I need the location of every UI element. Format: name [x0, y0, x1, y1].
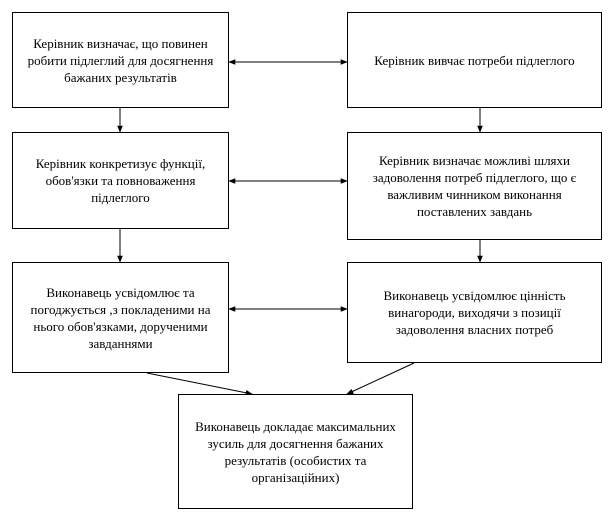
box-executor-agrees-text: Виконавець усвідомлює та погоджується ,з…: [30, 284, 211, 351]
arrow-b6-b7: [346, 362, 415, 395]
box-executor-values-reward: Виконавець усвідомлює цінність винагород…: [347, 262, 602, 363]
box-manager-identifies-ways-text: Керівник визначає можливі шляхи задоволе…: [372, 153, 577, 219]
box-executor-max-effort-text: Виконавець докладає максимальних зусиль …: [195, 418, 396, 485]
box-manager-specifies-functions-text: Керівник конкретизує функції, обов'язки …: [35, 156, 206, 205]
box-manager-identifies-ways: Керівник визначає можливі шляхи задоволе…: [347, 132, 602, 240]
box-manager-defines-tasks: Керівник визначає, що повинен робити під…: [12, 12, 229, 108]
box-executor-agrees: Виконавець усвідомлює та погоджується ,з…: [12, 262, 229, 373]
box-executor-max-effort: Виконавець докладає максимальних зусиль …: [178, 394, 413, 509]
box-manager-studies-needs: Керівник вивчає потреби підлеглого: [347, 12, 602, 108]
box-executor-values-reward-text: Виконавець усвідомлює цінність винагород…: [383, 288, 566, 337]
box-manager-specifies-functions: Керівник конкретизує функції, обов'язки …: [12, 132, 229, 229]
box-manager-studies-needs-text: Керівник вивчає потреби підлеглого: [374, 52, 575, 68]
box-manager-defines-tasks-text: Керівник визначає, що повинен робити під…: [27, 35, 214, 85]
arrow-b5-b7: [146, 372, 253, 396]
